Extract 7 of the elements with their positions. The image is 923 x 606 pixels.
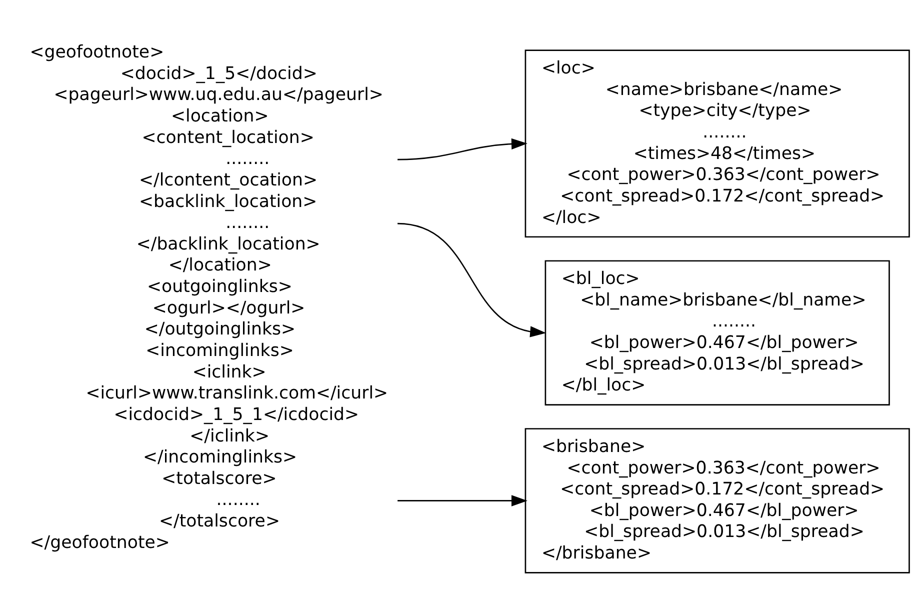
- node-box: <loc> <name>brisbane</name> <type>city</type> ........ <times>48</times> <cont_power>0.363</cont_power> <cont_spread>0.172</cont_spread> </loc>: [524, 49, 910, 238]
- node-box: <bl_loc> <bl_name>brisbane</bl_name> ........ <bl_power>0.467</bl_power> <bl_spread>0.013</bl_spread> </bl_loc>: [544, 260, 890, 405]
- arrow: [398, 138, 528, 160]
- arrow: [398, 494, 528, 506]
- arrow: [397, 222, 546, 337]
- node-text: <geofootnote> <docid>_1_5</docid> <pageurl>www.uq.edu.au</pageurl> <location> <content_location> ........ </lcontent_ocation> <backlink_location> ........ </backlink_location> </location> <outgoinglinks> <ogurl></ogurl> </outgoinglinks> <incominglinks> <iclink> <icurl>www.translink.com</icurl> <icdocid>_1_5_1</icdocid> </iclink> </incominglinks> <totalscore> ........ </totalscore> </geofootnote>: [30, 42, 388, 552]
- node-box: <brisbane> <cont_power>0.363</cont_power> <cont_spread>0.172</cont_spread> <bl_power>0.467</bl_power> <bl_spread>0.013</bl_spread> </brisbane>: [524, 428, 910, 573]
